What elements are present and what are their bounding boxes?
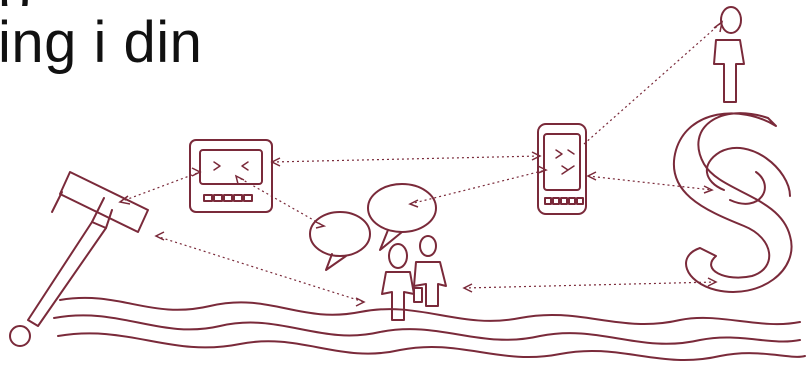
person-icon: [714, 7, 744, 102]
family-icon: [382, 236, 446, 320]
arrowheads: [120, 22, 722, 306]
connection-arrows: [120, 22, 722, 302]
paragraph-section-icon: [674, 113, 792, 292]
water-waves-icon: [54, 298, 805, 360]
tablet-icon: [190, 140, 272, 212]
speech-bubbles-icon: [310, 184, 436, 270]
